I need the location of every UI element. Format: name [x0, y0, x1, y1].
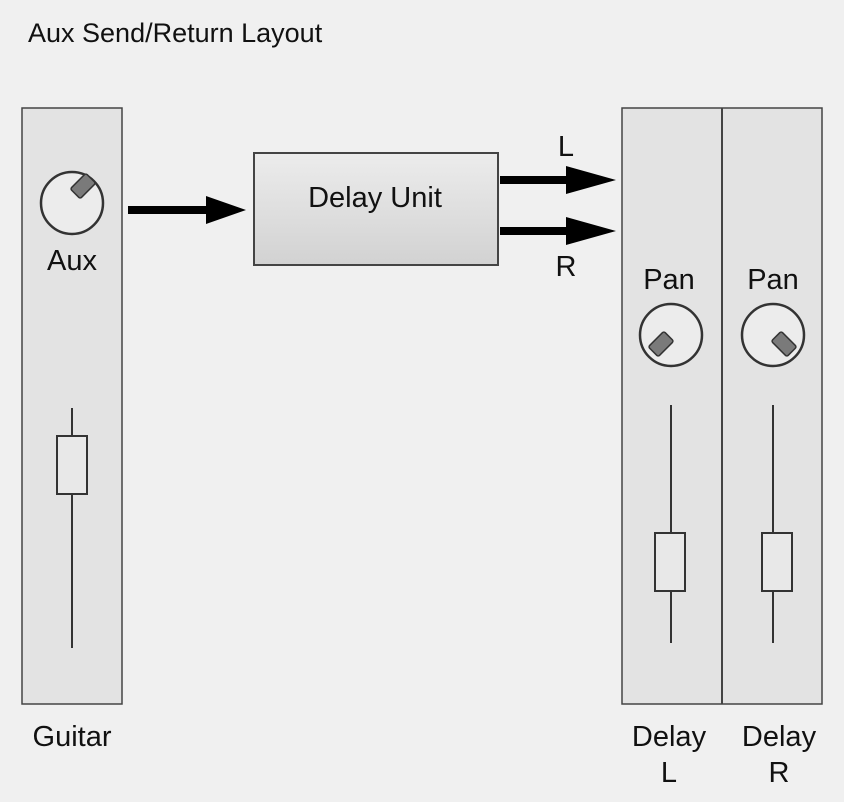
delay-unit-box: [253, 152, 499, 266]
guitar-channel-label: Guitar: [32, 721, 112, 753]
output-label-right: R: [555, 251, 577, 283]
guitar-channel-strip: [21, 107, 123, 705]
delay-r-fader[interactable]: [761, 405, 793, 643]
send-arrow: [128, 196, 246, 224]
output-label-left: L: [557, 131, 575, 163]
delay-r-pan-label: Pan: [747, 264, 799, 296]
guitar-fader[interactable]: [56, 408, 88, 648]
delay-l-pan-label: Pan: [643, 264, 695, 296]
output-arrow-right: [500, 217, 616, 245]
delay-l-channel-label: Delay: [631, 721, 707, 753]
aux-knob[interactable]: [39, 170, 105, 236]
diagram-title: Aux Send/Return Layout: [28, 18, 323, 48]
delay-l-fader[interactable]: [654, 405, 686, 643]
delay-r-channel-label: Delay: [741, 721, 817, 753]
output-arrow-left: [500, 166, 616, 194]
delay-r-channel-sublabel: R: [768, 757, 790, 789]
delay-unit-label: Delay Unit: [308, 182, 442, 214]
return-strips: [621, 107, 823, 705]
aux-knob-label: Aux: [47, 245, 97, 277]
delay-r-pan-knob[interactable]: [740, 302, 806, 368]
delay-l-channel-sublabel: L: [660, 757, 678, 789]
delay-l-pan-knob[interactable]: [638, 302, 704, 368]
